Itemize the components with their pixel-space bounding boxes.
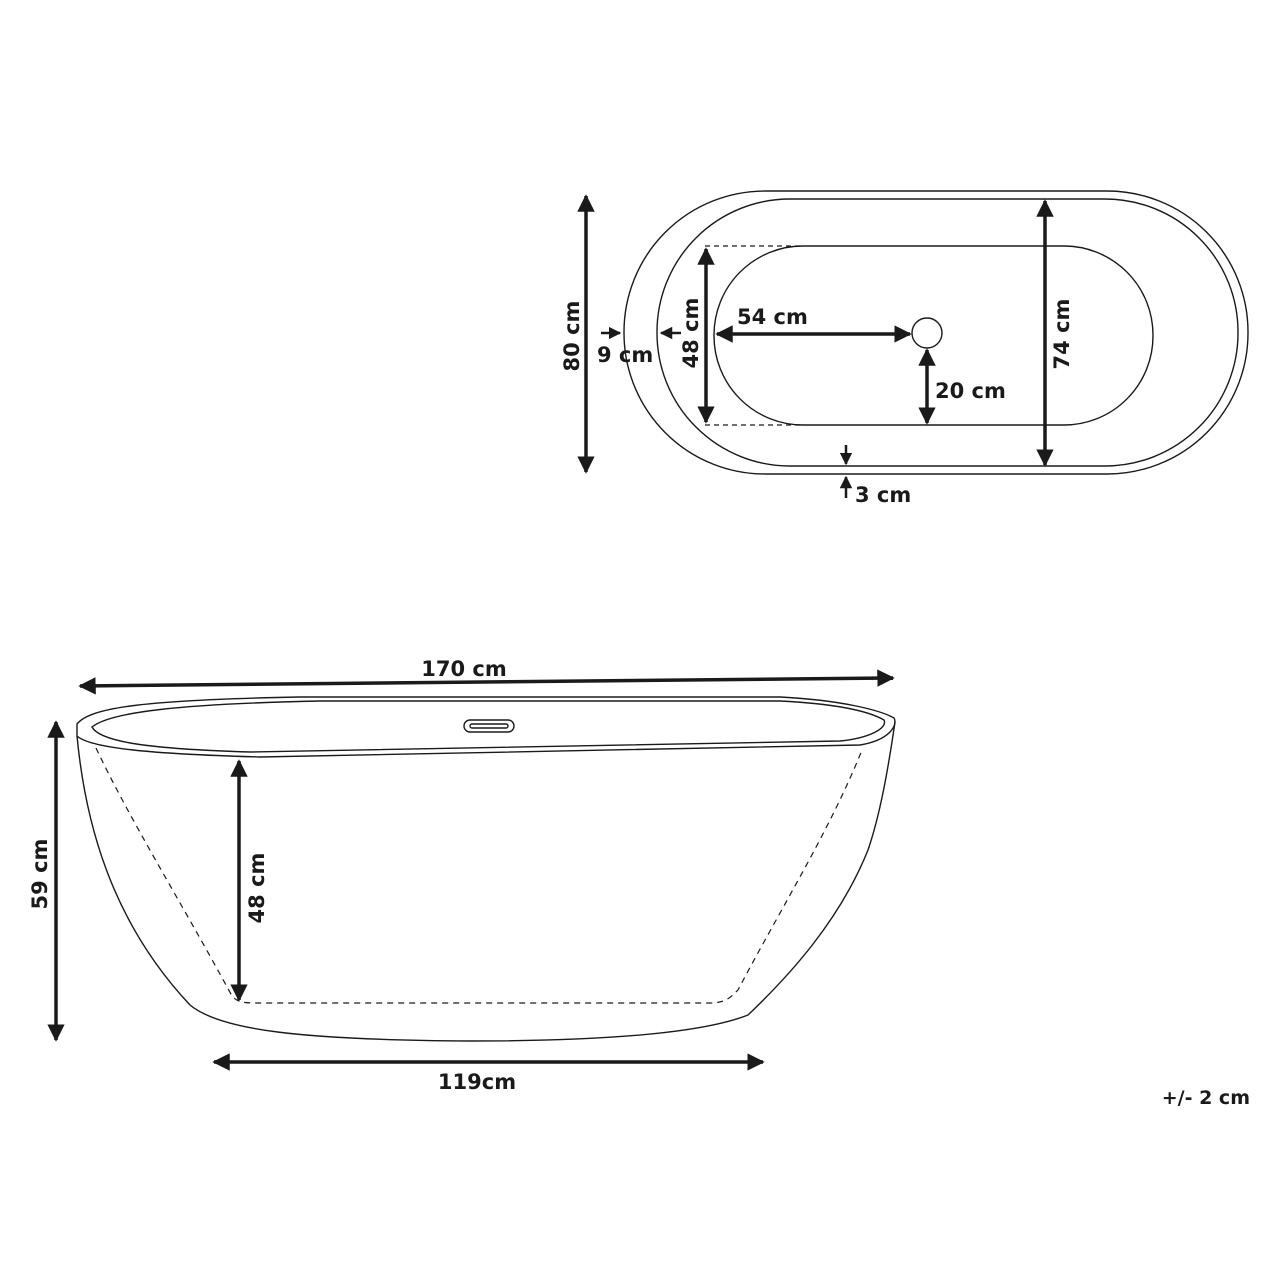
tolerance-label: +/- 2 cm xyxy=(1162,1087,1250,1109)
inner-rim-outline xyxy=(656,198,1239,467)
drain-icon xyxy=(911,317,943,349)
basin-dashed-outline xyxy=(95,747,863,1004)
wall-thickness-label: 3 cm xyxy=(855,483,911,507)
top-view-dimensions xyxy=(577,194,1054,498)
depth-label: 48 cm xyxy=(245,853,269,924)
inner-width-label: 74 cm xyxy=(1050,299,1074,370)
top-view xyxy=(623,190,1249,475)
tub-body-outline xyxy=(76,721,896,1042)
side-view xyxy=(76,696,896,1042)
tub-rim-outline xyxy=(76,696,896,758)
outer-width-label: 80 cm xyxy=(560,301,584,372)
outer-rim-outline xyxy=(623,190,1249,475)
side-view-dimensions xyxy=(47,669,895,1071)
drain-from-end-label: 54 cm xyxy=(737,305,808,329)
length-label: 170 cm xyxy=(421,657,506,681)
height-label: 59 cm xyxy=(28,839,52,910)
basin-width-label: 48 cm xyxy=(679,298,703,369)
overflow-icon xyxy=(463,719,515,733)
rim-width-label: 9 cm xyxy=(597,343,653,367)
drain-from-side-label: 20 cm xyxy=(935,379,1006,403)
bottom-length-label: 119cm xyxy=(438,1070,516,1094)
